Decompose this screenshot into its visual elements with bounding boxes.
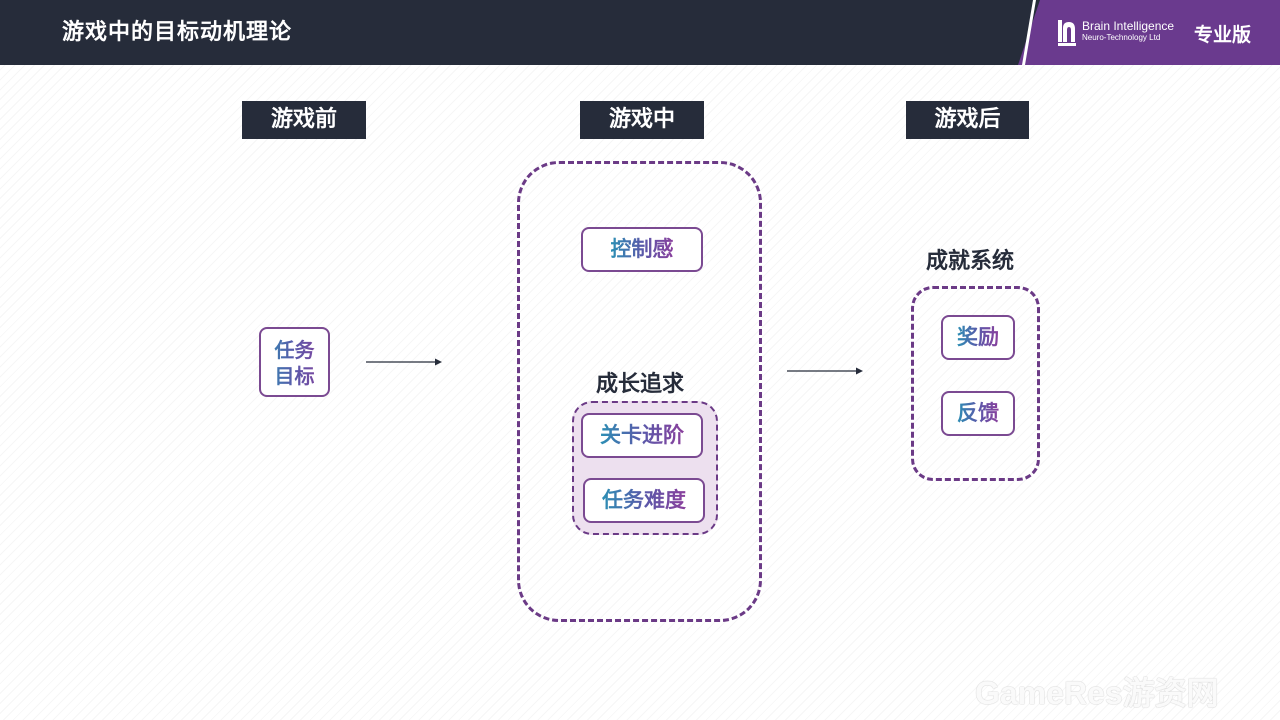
feedback-box: 反馈 [941, 391, 1015, 436]
level-progress-label: 关卡进阶 [600, 423, 684, 447]
task-goal-line2: 目标 [261, 363, 328, 389]
brand-subtitle: Neuro-Technology Ltd [1082, 33, 1161, 42]
brand-name: Brain Intelligence [1082, 19, 1175, 33]
achievement-title: 成就系统 [925, 249, 1014, 274]
level-progress-box: 关卡进阶 [581, 413, 703, 458]
task-goal-box: 任务 目标 [259, 327, 330, 397]
watermark: GameRes游资网 [975, 675, 1219, 711]
arrow-before-to-during [366, 358, 442, 366]
stage-after-label: 游戏后 [906, 101, 1029, 139]
task-goal-line1: 任务 [261, 337, 328, 363]
after-group-box [911, 286, 1040, 481]
during-group-box [517, 161, 762, 622]
task-difficulty-label: 任务难度 [602, 488, 686, 512]
edition-label: 专业版 [1194, 24, 1252, 46]
reward-box: 奖励 [941, 315, 1015, 360]
feedback-label: 反馈 [957, 401, 999, 425]
reward-label: 奖励 [957, 325, 999, 349]
brain-logo-icon [1058, 20, 1076, 46]
stage-during-label: 游戏中 [580, 101, 704, 139]
control-label: 控制感 [610, 237, 674, 261]
task-difficulty-box: 任务难度 [583, 478, 705, 523]
control-box: 控制感 [581, 227, 703, 272]
page-title: 游戏中的目标动机理论 [62, 20, 293, 45]
growth-title: 成长追求 [595, 372, 684, 397]
arrow-during-to-after [787, 367, 863, 375]
stage-before-label: 游戏前 [242, 101, 366, 139]
